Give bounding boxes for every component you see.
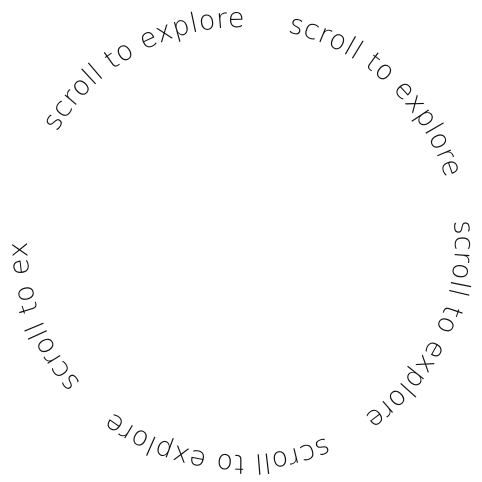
scroll-label-3: scroll to explore <box>359 220 478 436</box>
svg-text:scroll to explore: scroll to explore <box>0 0 86 398</box>
svg-text:scroll to explore: scroll to explore <box>36 3 245 136</box>
scroll-label-5: scroll to explore <box>0 0 85 398</box>
svg-text:scroll to explore: scroll to explore <box>98 406 335 479</box>
scroll-label-4: scroll to explore <box>98 406 334 479</box>
scroll-label-2: scroll to explore <box>286 9 468 181</box>
svg-text:scroll to explore: scroll to explore <box>286 9 469 181</box>
scroll-label-1: scroll to explore <box>36 3 244 136</box>
svg-text:scroll to explore: scroll to explore <box>359 220 479 436</box>
